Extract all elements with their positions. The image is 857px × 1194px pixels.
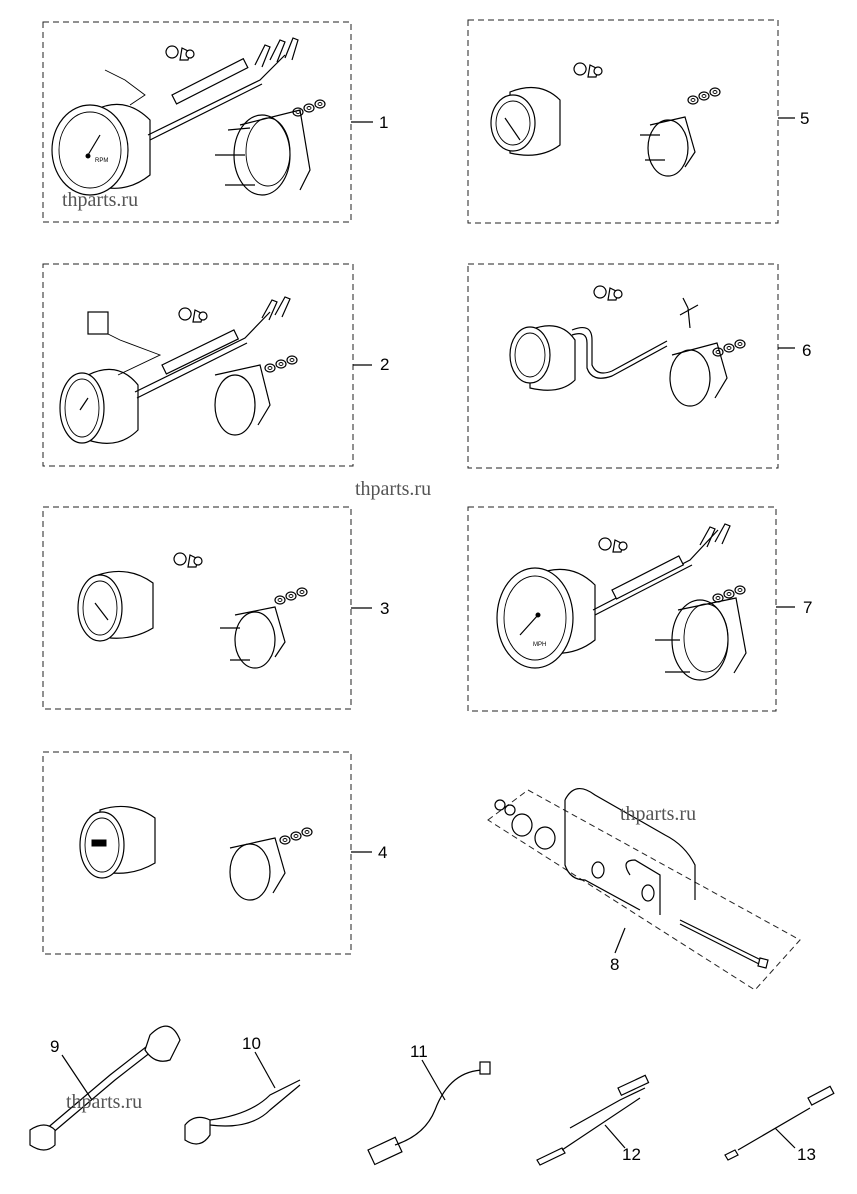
kit-8-mounting-hardware [487,788,801,991]
watermark-3: thparts.ru [620,803,696,825]
tach-rpm-text: RPM [95,158,108,164]
kit-4-hourmeter [42,751,372,955]
kit-3-gauge [42,506,372,710]
watermark-2: thparts.ru [355,478,431,500]
callout-2: 2 [380,355,389,374]
callout-6: 6 [802,341,811,360]
part-10-socket [184,1051,301,1145]
callout-3: 3 [380,599,389,618]
speedo-mph-text: MPH [533,642,546,648]
kit-6-gauge [467,263,795,469]
callout-11: 11 [410,1042,428,1061]
kit-2-gauge [42,263,372,467]
callout-10: 10 [242,1034,261,1053]
kit-7-speedometer: MPH [467,506,795,712]
callout-5: 5 [800,109,809,128]
callout-1: 1 [379,113,388,132]
part-11-sender [367,1059,491,1166]
callout-9: 9 [50,1037,59,1056]
callout-13: 13 [797,1145,816,1164]
watermark-4: thparts.ru [66,1091,142,1113]
part-9-harness [29,1025,181,1151]
callout-4: 4 [378,843,387,862]
kit-5-gauge [467,19,795,224]
callout-8: 8 [610,955,619,974]
callout-7: 7 [803,598,812,617]
part-13-cable [724,1085,835,1161]
callout-12: 12 [622,1145,641,1164]
part-12-cable [536,1074,650,1166]
kit-1-tachometer: RPM [42,21,373,223]
watermark-1: thparts.ru [62,189,138,211]
